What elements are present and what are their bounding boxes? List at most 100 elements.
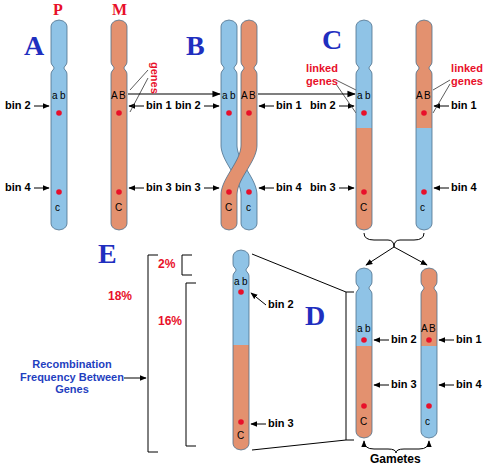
gene-locus [116,110,122,116]
bin-arrow [339,188,354,189]
gene-locus [426,403,432,409]
leader-line [130,78,148,112]
brace-arrow [394,247,427,265]
gene-locus [361,189,367,195]
gene-locus [421,110,427,116]
process-arrow [258,93,355,94]
linked-genes-label: linked genes [300,62,344,87]
panel-letter: C [322,24,342,56]
bracket [182,255,192,275]
gene-letter: a [357,323,363,334]
gene-letter: a [234,276,240,287]
gene-letter: a [222,90,228,101]
gene-letter: B [249,90,256,101]
genes-label: genes [148,62,161,94]
gene-letter: c [55,202,60,213]
bin-label: bin 2 [310,99,336,112]
gene-locus [238,419,244,425]
zoom-line [252,440,346,450]
bin-label: bin 1 [276,99,302,112]
bin-arrow [34,188,49,189]
chromosome: abC [355,268,373,438]
gene-locus [226,189,232,195]
leader-line [130,70,148,90]
gene-letter: c [425,416,430,427]
bin-arrow [434,106,449,107]
bin-label: bin 1 [456,333,482,346]
gene-letter: A [111,90,118,101]
chromosome-body [221,20,257,230]
gene-letter: B [429,323,436,334]
gene-locus [426,337,432,343]
gene-letter: a [357,90,363,101]
parent-label: M [112,1,127,19]
gene-letter: C [360,202,367,213]
bin-arrow [34,106,49,107]
chromosome-body [416,20,432,230]
bin-label: bin 4 [456,378,482,391]
bin-label: bin 4 [5,181,31,194]
panel-letter: A [24,30,44,62]
chromosome-body [421,268,437,438]
chromosome: AB C [220,20,258,230]
chromosome: abc [50,20,68,230]
bin-arrow [374,385,389,386]
gene-locus [361,110,367,116]
leader-line [433,84,450,113]
bin-arrow [259,106,274,107]
bin-label: bin 2 [175,99,201,112]
gene-locus [226,110,232,116]
gene-letter: A [416,90,423,101]
percent-label: 18% [108,290,132,304]
gene-locus [56,110,62,116]
parent-label: P [53,1,63,19]
panel-letter: D [305,300,325,332]
bin-arrow [259,188,274,189]
pointer-arrow [124,378,146,379]
chromosome-body [233,250,249,450]
chromosome-shape [110,20,128,230]
chromosome-shape [355,20,373,230]
chromosome: abC [232,250,250,450]
bin-arrow [129,106,144,107]
curly-brace [364,441,429,453]
gene-locus [421,189,427,195]
bin-arrow [204,106,219,107]
chromosome-body [356,268,372,438]
linked-genes-label: linked genes [445,62,489,87]
bin-arrow [434,188,449,189]
gene-letter: a [52,90,58,101]
gametes-label: Gametes [370,453,421,467]
bracket [346,292,354,440]
bin-label: bin 4 [451,181,477,194]
chromosome-shape [220,20,258,230]
chromosome-shape [50,20,68,230]
gene-letter: b [365,323,371,334]
bin-arrow [204,188,219,189]
bin-arrow [439,340,454,341]
gene-letter: A [421,323,428,334]
bin-label: bin 3 [175,181,201,194]
gene-letter: c [246,202,251,213]
gene-letter: b [365,90,371,101]
leader-line [336,84,356,113]
gene-letter: C [225,202,232,213]
chromosome-body [356,20,372,230]
bin-label: bin 2 [5,99,31,112]
gene-locus [238,289,244,295]
braces [364,233,429,453]
bin-label: bin 2 [391,333,417,346]
bracket [148,255,158,452]
gene-letter: B [424,90,431,101]
gene-letter: A [241,90,248,101]
bin-label: bin 3 [268,417,294,430]
chromosome-shape [420,268,438,438]
bin-label: bin 2 [268,298,294,311]
chromosome: ABC [110,20,128,230]
panel-letter: E [98,238,117,270]
panel-letter: B [186,30,205,62]
bin-label: bin 1 [451,99,477,112]
gene-letter: B [119,90,126,101]
chromosome-shape [355,268,373,438]
